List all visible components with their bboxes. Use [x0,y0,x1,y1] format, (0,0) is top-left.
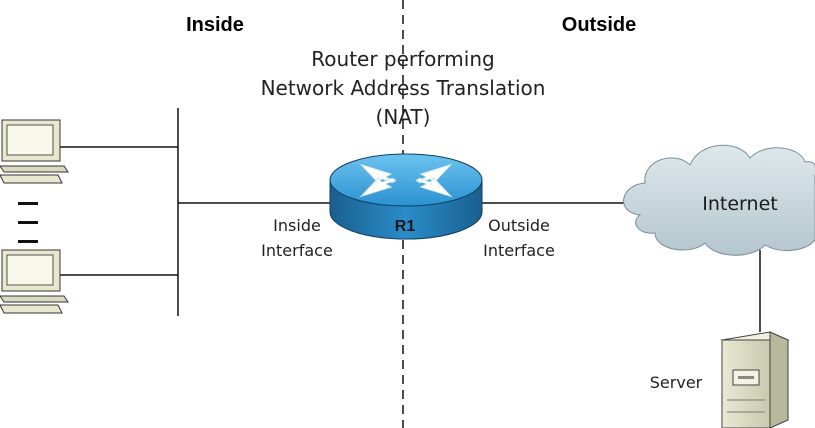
router-title-line-1: Router performing [311,47,494,71]
router-title-line-2: Network Address Translation [261,76,546,100]
internet-label: Internet [702,193,777,215]
pc-top-icon [0,119,69,184]
inside-interface-label-line-1: Inside [273,216,321,235]
outside-interface-label-line-1: Outside [488,216,550,235]
server-label: Server [650,373,703,392]
pc-bottom-icon [0,249,69,314]
router-r1-icon [329,153,483,240]
internet-cloud-icon [623,144,815,256]
outside-zone-label: Outside [562,14,636,36]
outside-interface-label-line-2: Interface [483,241,555,260]
inside-interface-label-line-2: Interface [261,241,333,260]
router-name-label: R1 [395,218,416,235]
server-icon [720,331,790,428]
router-title-line-3: (NAT) [376,105,431,129]
more-hosts-ellipsis [18,202,38,243]
inside-zone-label: Inside [186,14,244,36]
